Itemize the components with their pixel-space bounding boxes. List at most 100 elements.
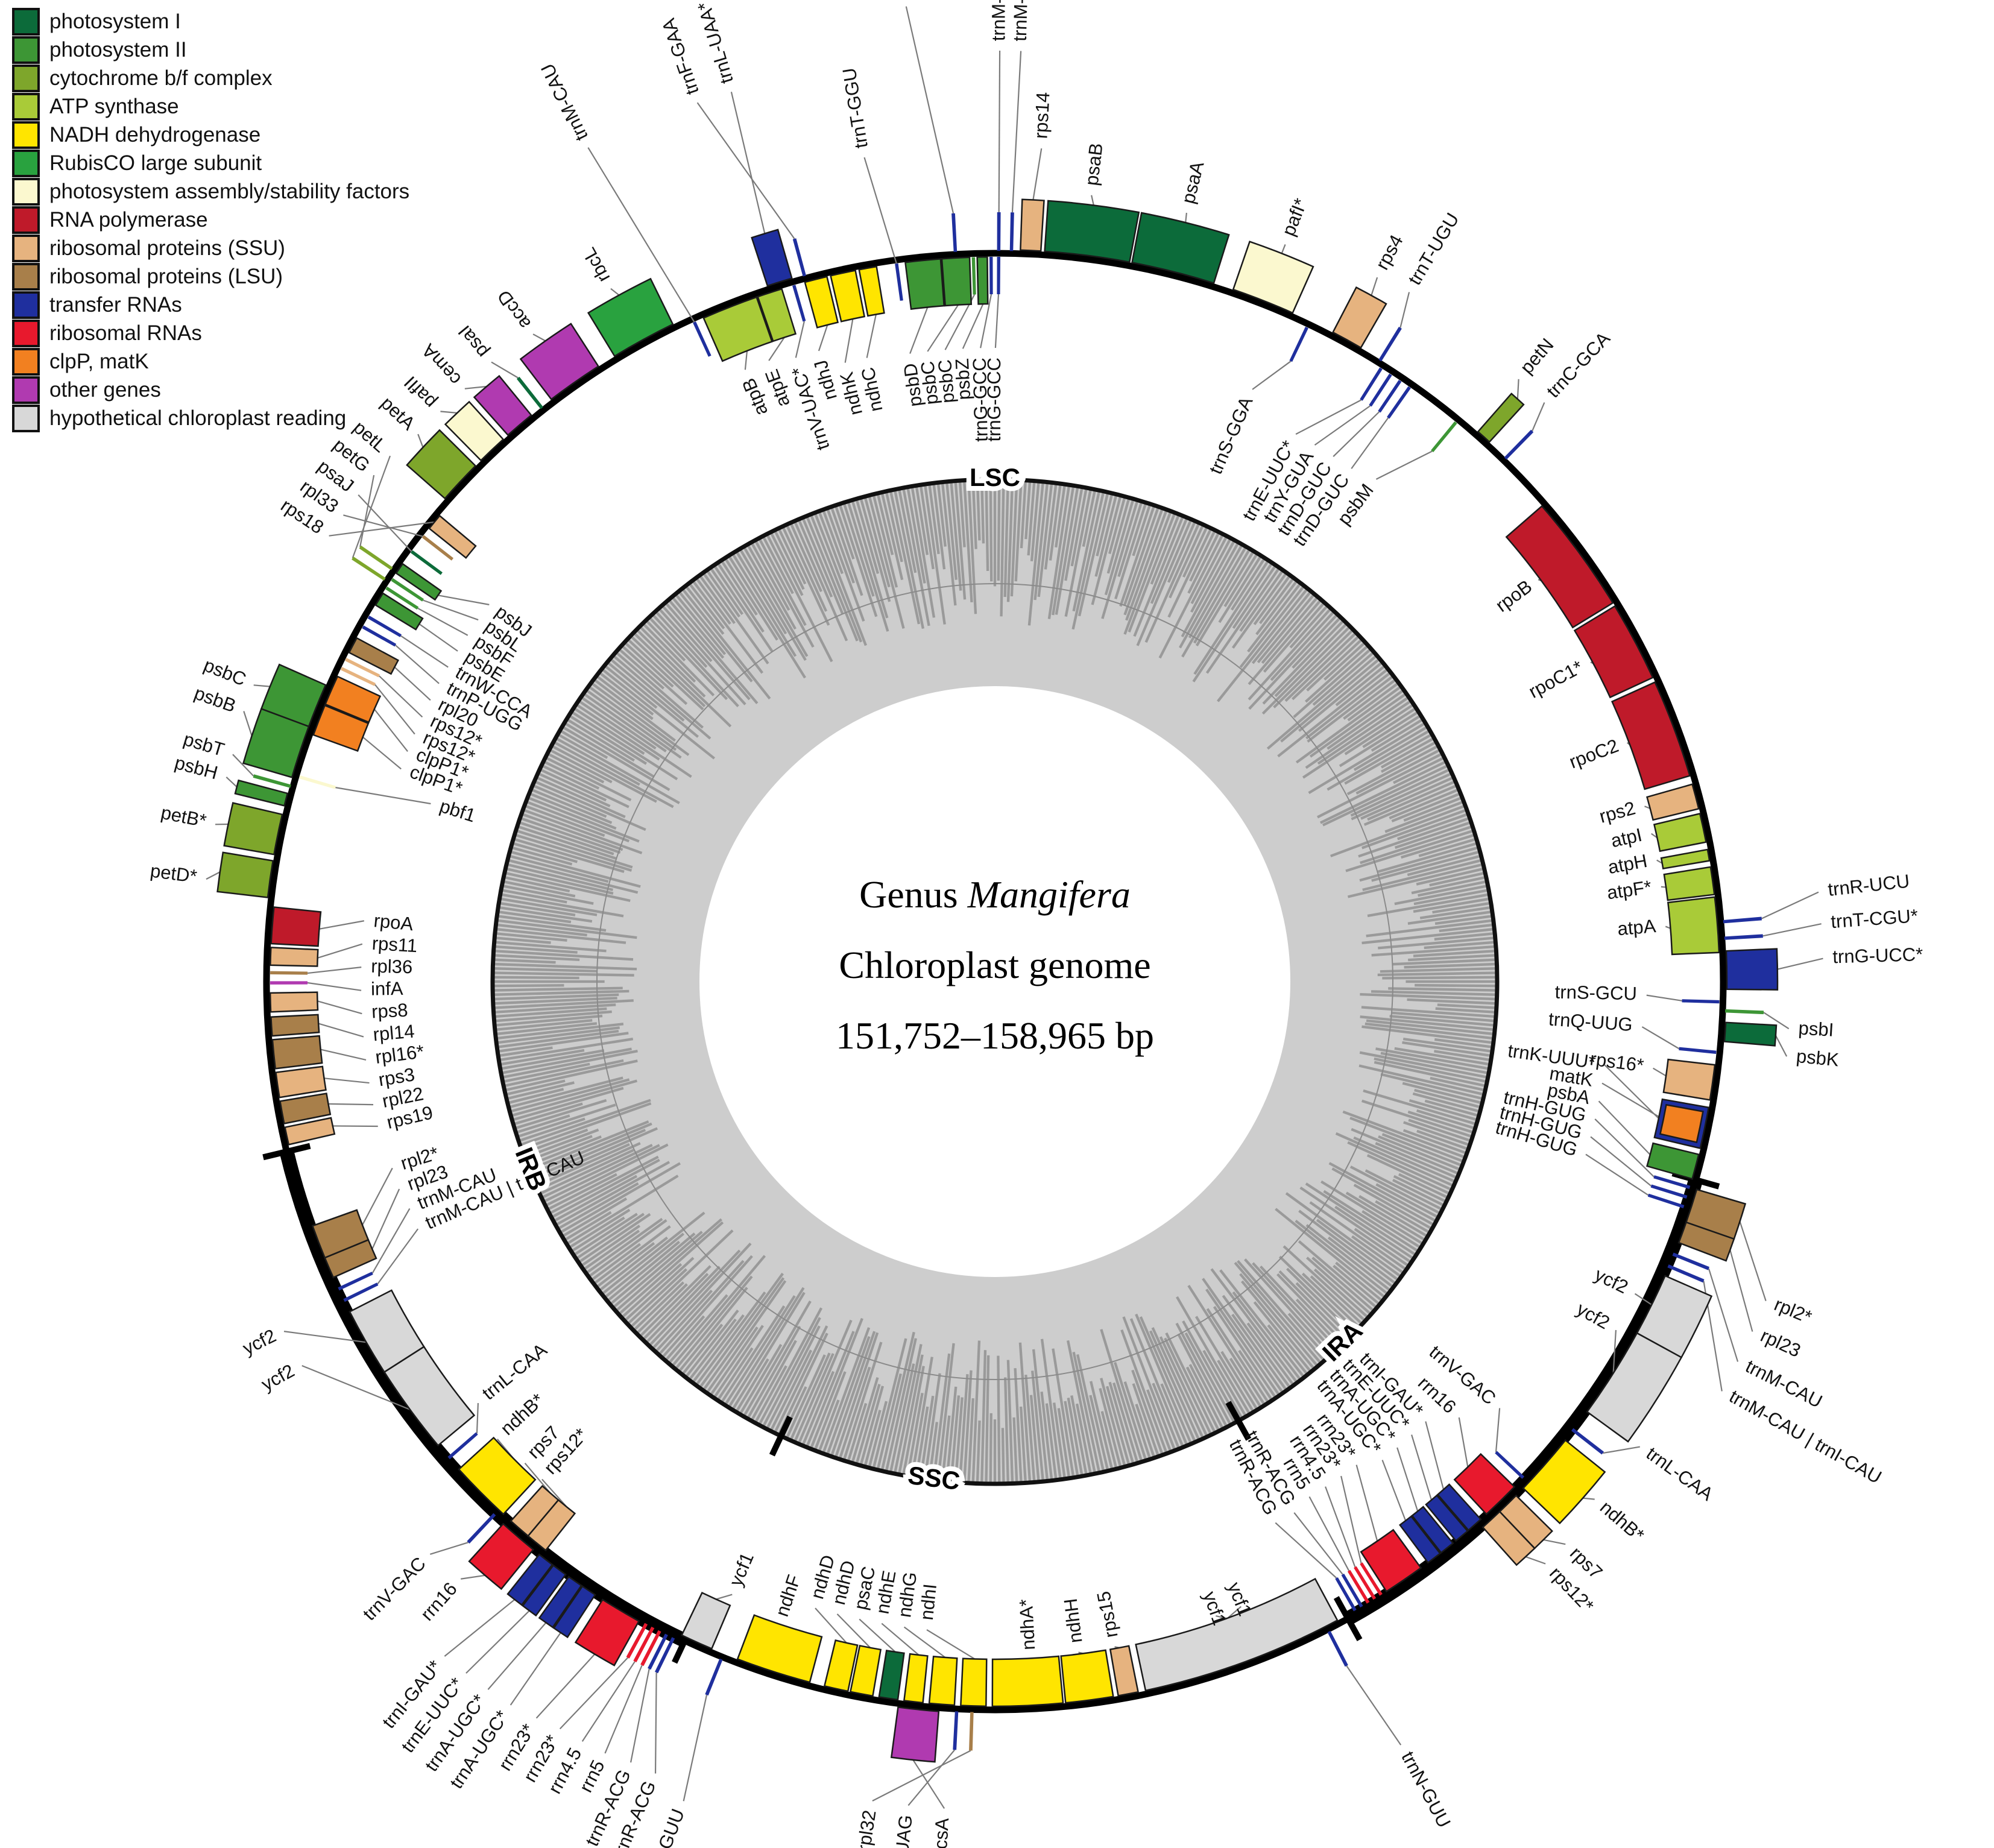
gene-tick-trnM-CAU | trnfM-CAU (997, 212, 1001, 251)
gene-label-rpoC1*: rpoC1* (1525, 656, 1586, 702)
legend-swatch-rbcL (12, 149, 40, 177)
leader-petG (359, 475, 375, 547)
leader-trnN-GUU (1346, 1665, 1402, 1746)
leader-trnE-UUC* (465, 1610, 530, 1674)
gene-label-trnS-GGA: trnS-GGA (1205, 393, 1257, 477)
gene-label-trnR-UCU: trnR-UCU (1827, 870, 1911, 900)
region-label-LSC: LSC (970, 463, 1020, 491)
gene-label-psbC: psbC (917, 360, 942, 406)
gene-block-psbC (260, 663, 327, 728)
gene-tick-rps12* (340, 667, 376, 686)
leader-atpB (744, 350, 748, 370)
leader-trnD-GUC (1351, 417, 1389, 469)
gene-tick-trnM-CAU (1672, 1252, 1709, 1270)
leader-psaA (1185, 212, 1187, 223)
gene-label-rps8: rps8 (371, 1000, 408, 1023)
gene-tick-rps12* (345, 658, 380, 678)
leader-atpA (1665, 926, 1671, 929)
legend-label: photosystem assembly/stability factors (49, 179, 410, 203)
gene-block-pafI* (1232, 241, 1314, 314)
gene-block-trnL-UAA* (751, 229, 793, 287)
gene-tick-rpl32 (969, 1712, 974, 1751)
gene-block-rps18 (428, 514, 477, 559)
gene-block-petN (1477, 393, 1525, 443)
leader-psbJ (438, 594, 490, 605)
gene-label-ndhA*: ndhA* (1015, 1598, 1039, 1650)
gene-tick-trnL-CAA (447, 1432, 478, 1460)
gene-label-rpl16*: rpl16* (374, 1041, 425, 1068)
gene-block-accD (519, 323, 600, 401)
gene-tick-trnR-ACG (648, 1633, 668, 1670)
gene-label-trnT-GGU: trnT-GGU (838, 66, 872, 150)
leader-trnE-UUC* (1295, 399, 1361, 435)
leader-rrn23* (1340, 1475, 1362, 1563)
gene-block-atpF* (1663, 866, 1715, 901)
leader-trnT-GGU (863, 157, 897, 264)
gene-tick-trnN-GUU (705, 1658, 723, 1696)
leader-rpl33 (343, 514, 423, 537)
gene-block-rpl16* (271, 1035, 323, 1070)
gene-label-trnL-CAA: trnL-CAA (1642, 1443, 1717, 1505)
leader-psaC (859, 1618, 896, 1653)
gene-block-rps11 (270, 947, 319, 967)
legend-swatch-trn (12, 291, 40, 319)
legend-swatch-ps2 (12, 36, 40, 64)
gene-block-psbA (1645, 1142, 1700, 1180)
gene-tick-trnT-CGU* (1724, 934, 1763, 940)
legend-swatch-ndh (12, 121, 40, 149)
gene-tick-psbM (1431, 421, 1457, 452)
leader-trnA-UGC* (1396, 1447, 1419, 1512)
leader-trnS-UGA (905, 6, 954, 214)
gene-block-rpl2* (311, 1209, 370, 1259)
legend-item-paf: photosystem assembly/stability factors (12, 177, 409, 206)
gene-tick-trnM-CAU (1009, 212, 1014, 251)
leader-psbC (253, 684, 270, 687)
legend-item-rbcL: RubisCO large subunit (12, 149, 409, 177)
gene-block-psaA (1131, 212, 1230, 285)
gene-label-ndhI: ndhI (916, 1583, 941, 1621)
leader-rpl23 (371, 1188, 400, 1250)
legend-label: cytochrome b/f complex (49, 66, 273, 90)
gene-label-ccsA: ccsA (929, 1817, 953, 1848)
leader-trnF-GAA (696, 102, 795, 239)
gene-label-rps2: rps2 (1597, 797, 1638, 827)
leader-ndhC (866, 314, 877, 358)
gene-label-ndhF: ndhF (771, 1572, 805, 1619)
legend-label: ribosomal proteins (SSU) (49, 236, 285, 260)
gene-block-ndhD (849, 1644, 882, 1697)
gene-block-rrn23* (574, 1598, 640, 1667)
gene-label-rpl23: rpl23 (1758, 1325, 1804, 1361)
legend-swatch-cytbf (12, 64, 40, 92)
gene-block-atpI (1653, 812, 1707, 853)
leader-trnY-GUA (1314, 405, 1371, 446)
leader-ccsA (912, 1759, 945, 1809)
gene-block-ndhH (1060, 1649, 1114, 1704)
leader-rps16* (1653, 1067, 1667, 1077)
gene-tick-trnF-GAA (792, 238, 806, 277)
ira-arc (1344, 1178, 1703, 1626)
gene-block-rps19 (284, 1117, 336, 1146)
leader-accD (532, 333, 546, 342)
gene-tick-trnR-UCU (1723, 916, 1762, 924)
gene-label-rps14: rps14 (1030, 92, 1053, 139)
leader-trnG-UCC* (1777, 957, 1823, 970)
legend-label: transfer RNAs (49, 292, 182, 317)
gene-block-ndhA* (991, 1655, 1064, 1708)
gene-label-psbZ: psbZ (951, 358, 974, 401)
gene-label-trnM-CAU: trnM-CAU (537, 60, 592, 144)
gene-label-atpA: atpA (1617, 915, 1657, 939)
legend-label: photosystem I (49, 9, 181, 33)
legend-item-hyp: hypothetical chloroplast reading (12, 404, 409, 432)
leader-trnM-CAU (587, 147, 695, 323)
legend-label: RNA polymerase (49, 207, 208, 232)
gene-label-petN: petN (1516, 334, 1557, 377)
leader-pafI* (1281, 244, 1286, 254)
leader-rrn23* (559, 1657, 628, 1730)
gene-label-infA: infA (371, 978, 403, 1000)
gene-tick-trnS-GGA (1289, 326, 1308, 362)
legend-swatch-paf (12, 177, 40, 206)
gene-tick-psbI (1724, 1009, 1764, 1015)
leader-trnV-GAC (1495, 1408, 1501, 1452)
gene-label-trnM-CAU | trnfM-CAU: trnM-CAU | trnfM-CAU (988, 0, 1010, 41)
legend-label: ribosomal proteins (LSU) (49, 264, 283, 288)
